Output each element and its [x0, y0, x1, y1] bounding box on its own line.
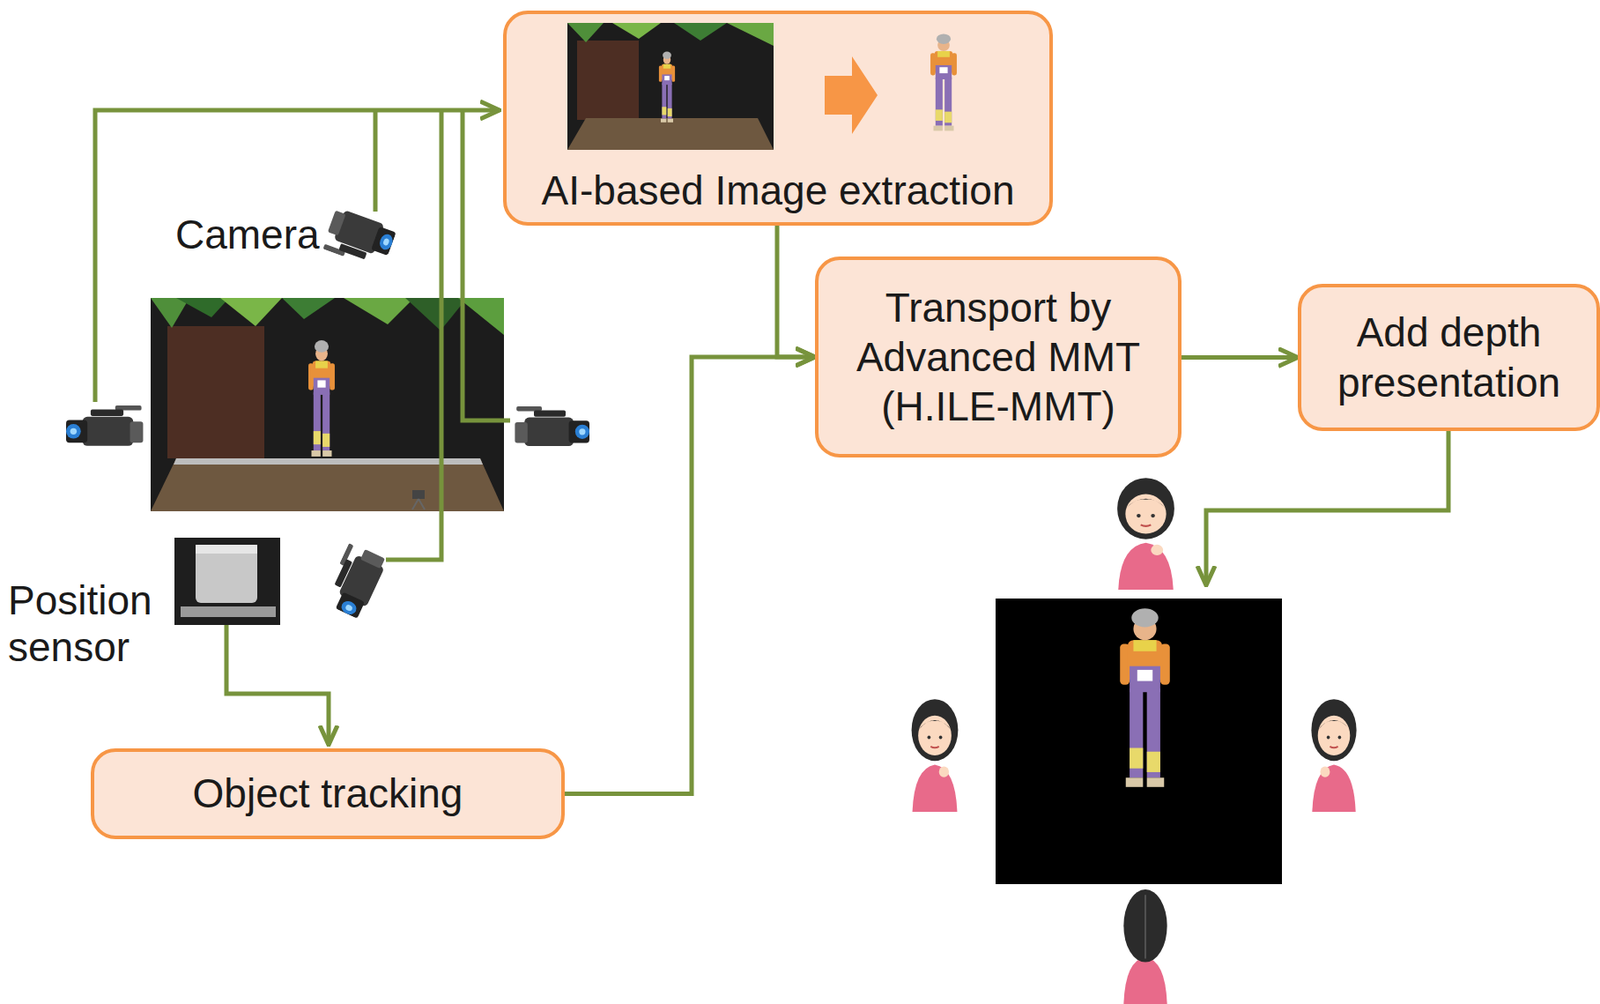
part-label: Camera [175, 211, 320, 259]
flow-arrow [564, 356, 815, 794]
process-box: Transport by Advanced MMT (H.ILE-MMT) [814, 256, 1182, 458]
flow-arrow [777, 225, 815, 357]
process-box: Add depth presentation [1297, 283, 1600, 431]
process-box: Object tracking [90, 748, 565, 839]
box-text: Object tracking [192, 768, 464, 818]
flow-arrow [1181, 355, 1298, 360]
box-text: Transport by Advanced MMT (H.ILE-MMT) [839, 282, 1157, 431]
extraction-illustration [506, 14, 1057, 164]
process-box: AI-based Image extraction [503, 10, 1053, 226]
box-text: Add depth presentation [1322, 307, 1576, 407]
box-text: AI-based Image extraction [541, 165, 1015, 215]
part-label: Position sensor [7, 577, 185, 671]
